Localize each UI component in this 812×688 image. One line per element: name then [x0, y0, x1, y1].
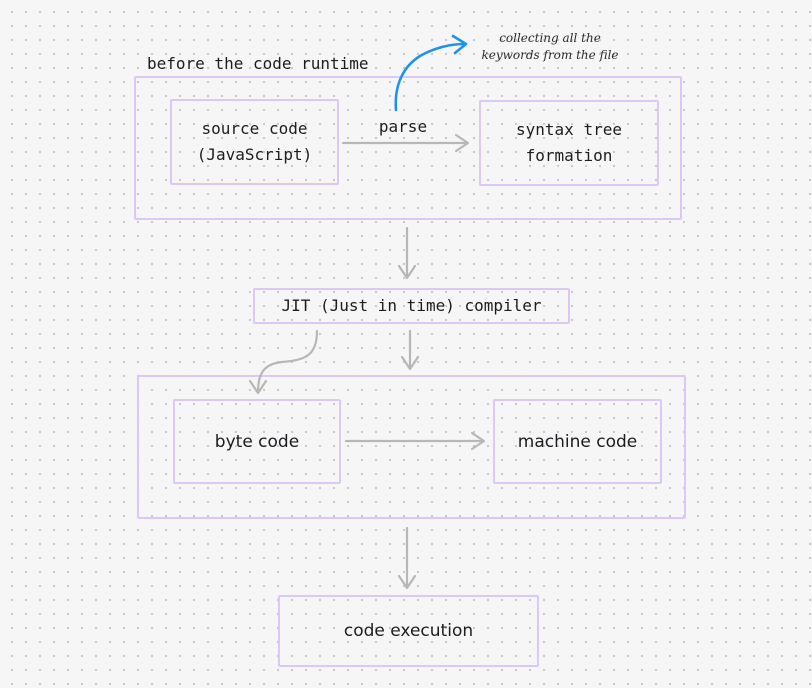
node-code-execution[interactable] — [278, 595, 539, 667]
node-jit-compiler[interactable] — [253, 288, 570, 324]
annotation-arrow — [394, 34, 468, 112]
arrow-jit-to-compilation — [400, 329, 420, 371]
node-jit-compiler-label: JIT (Just in time) compiler — [281, 296, 542, 315]
node-machine-code-label: machine code — [517, 431, 638, 452]
node-code-execution-label: code execution — [343, 621, 474, 641]
node-byte-code[interactable] — [173, 399, 341, 484]
node-machine-code[interactable] — [493, 399, 662, 484]
node-source-code-label: source code (JavaScript) — [196, 119, 313, 164]
node-source-code[interactable] — [170, 99, 339, 185]
edge-parse-label: parse — [378, 117, 428, 136]
arrow-runtime-to-jit — [397, 226, 417, 280]
annotation-note: collecting all the keywords from the fil… — [481, 31, 619, 62]
group-title-before-runtime: before the code runtime — [147, 54, 369, 73]
group-before-runtime[interactable] — [134, 76, 682, 220]
group-compilation[interactable] — [137, 375, 686, 519]
node-byte-code-label: byte code — [214, 431, 300, 452]
arrow-jit-to-byte-code — [248, 329, 319, 395]
node-syntax-tree-label: syntax tree formation — [516, 120, 622, 165]
arrow-compilation-to-execution — [397, 526, 417, 590]
arrow-byte-to-machine — [344, 431, 486, 451]
arrow-parse — [341, 133, 470, 153]
node-syntax-tree[interactable] — [479, 100, 659, 186]
